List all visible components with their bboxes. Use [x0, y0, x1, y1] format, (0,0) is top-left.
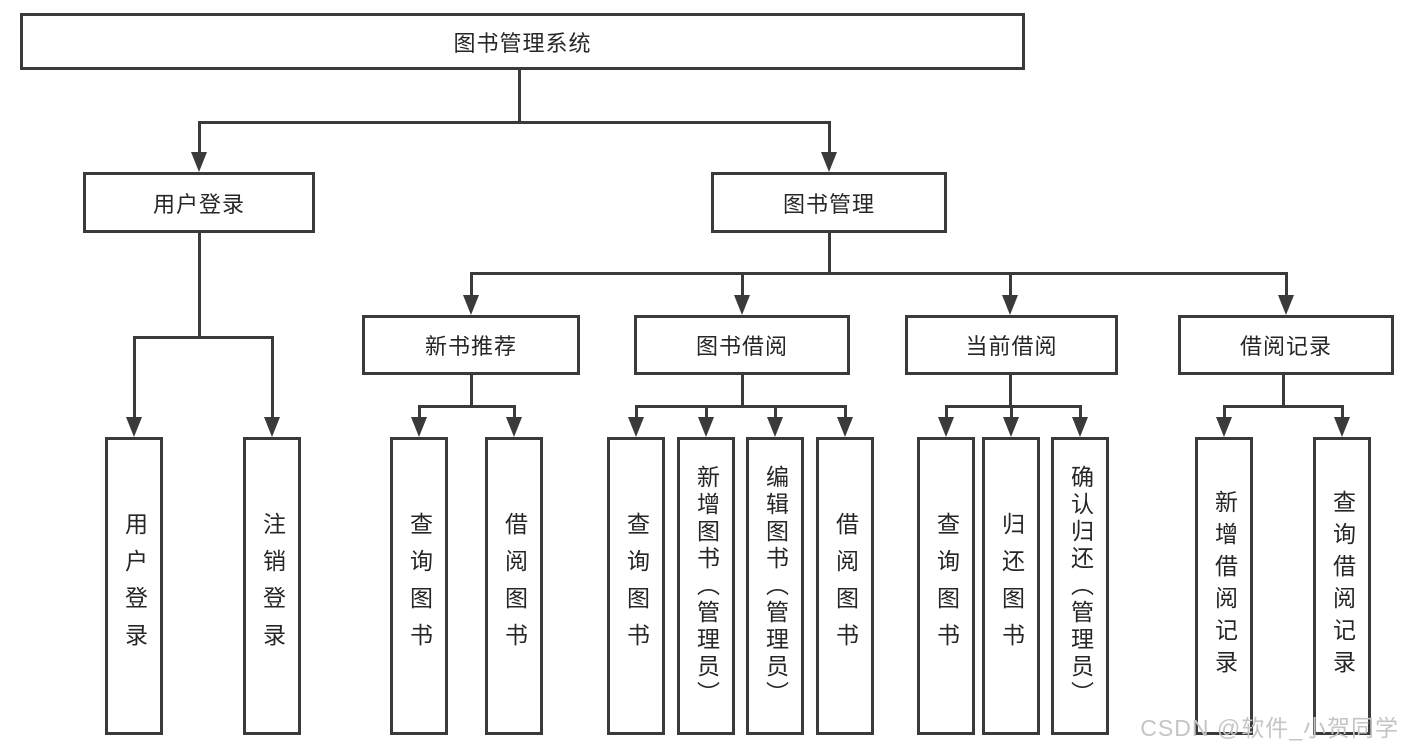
csdn-watermark: CSDN @软件_小贺同学: [1140, 715, 1399, 741]
arrowhead-logout: [264, 417, 280, 437]
node-cb-confirm-return-admin: 确认归还（管理员）: [1051, 437, 1109, 735]
connector-stem-user-login: [198, 121, 201, 154]
node-bb-edit-books-admin: 编辑图书（管理员）: [746, 437, 804, 735]
connector-stem-cb-query: [945, 405, 948, 419]
node-current-borrowing: 当前借阅: [905, 315, 1118, 375]
connector-root-crossbar: [198, 121, 831, 124]
arrowhead-book-borrow: [734, 295, 750, 315]
node-borrowing-records: 借阅记录: [1178, 315, 1394, 375]
arrowhead-user-login: [191, 152, 207, 172]
node-bb-borrow-books: 借阅图书: [816, 437, 874, 735]
node-nb-query-books: 查询图书: [390, 437, 448, 735]
arrowhead-cb-confirm: [1072, 417, 1088, 437]
connector-stem-book-mgmt: [828, 121, 831, 154]
connector-stem-book-borrow: [741, 272, 744, 295]
connector-stem-nb-query: [418, 405, 421, 419]
node-rec-add-record: 新增借阅记录: [1195, 437, 1253, 735]
node-cb-query-books: 查询图书: [917, 437, 975, 735]
connector-stem-current-borrow: [1009, 272, 1012, 295]
connector-user-login-crossbar: [133, 336, 274, 339]
node-logout: 注销登录: [243, 437, 301, 735]
node-library-management-system: 图书管理系统: [20, 13, 1025, 70]
node-book-management: 图书管理: [711, 172, 947, 233]
connector-stem-rec-query: [1341, 405, 1344, 419]
arrowhead-bb-edit: [767, 417, 783, 437]
node-book-borrowing: 图书借阅: [634, 315, 850, 375]
connector-current-crossbar: [945, 405, 1082, 408]
node-bb-query-books: 查询图书: [607, 437, 665, 735]
connector-book-borrow-trunk: [741, 375, 744, 405]
arrowhead-nb-query: [411, 417, 427, 437]
node-cb-return-books: 归还图书: [982, 437, 1040, 735]
arrowhead-current-borrow: [1002, 295, 1018, 315]
arrowhead-cb-return: [1003, 417, 1019, 437]
connector-book-mgmt-trunk: [828, 233, 831, 272]
connector-stem-logout: [271, 336, 274, 419]
connector-stem-new-book: [470, 272, 473, 295]
node-rec-query-record: 查询借阅记录: [1313, 437, 1371, 735]
connector-stem-cb-confirm: [1079, 405, 1082, 419]
node-user-login-leaf: 用户登录: [105, 437, 163, 735]
connector-root-trunk: [518, 70, 521, 121]
connector-records-crossbar: [1223, 405, 1344, 408]
connector-stem-nb-borrow: [513, 405, 516, 419]
node-new-book-recommend: 新书推荐: [362, 315, 580, 375]
arrowhead-bb-borrow: [837, 417, 853, 437]
arrowhead-book-mgmt: [821, 152, 837, 172]
arrowhead-bb-add: [698, 417, 714, 437]
connector-stem-rec-add: [1223, 405, 1226, 419]
connector-stem-bb-borrow: [844, 405, 847, 419]
arrowhead-borrow-records: [1278, 295, 1294, 315]
arrowhead-rec-add: [1216, 417, 1232, 437]
arrowhead-bb-query: [628, 417, 644, 437]
arrowhead-new-book: [463, 295, 479, 315]
connector-stem-bb-edit: [774, 405, 777, 419]
connector-user-login-trunk: [198, 233, 201, 336]
connector-book-mgmt-crossbar: [470, 272, 1288, 275]
node-user-login: 用户登录: [83, 172, 315, 233]
connector-stem-bb-add: [705, 405, 708, 419]
connector-current-trunk: [1009, 375, 1012, 405]
arrowhead-login: [126, 417, 142, 437]
node-nb-borrow-books: 借阅图书: [485, 437, 543, 735]
connector-stem-borrow-records: [1285, 272, 1288, 295]
arrowhead-nb-borrow: [506, 417, 522, 437]
arrowhead-rec-query: [1334, 417, 1350, 437]
connector-stem-bb-query: [635, 405, 638, 419]
connector-stem-login: [133, 336, 136, 419]
connector-new-book-trunk: [470, 375, 473, 405]
arrowhead-cb-query: [938, 417, 954, 437]
connector-book-borrow-crossbar: [635, 405, 847, 408]
node-bb-add-books-admin: 新增图书（管理员）: [677, 437, 735, 735]
connector-stem-cb-return: [1010, 405, 1013, 419]
connector-records-trunk: [1282, 375, 1285, 405]
connector-new-book-crossbar: [418, 405, 516, 408]
